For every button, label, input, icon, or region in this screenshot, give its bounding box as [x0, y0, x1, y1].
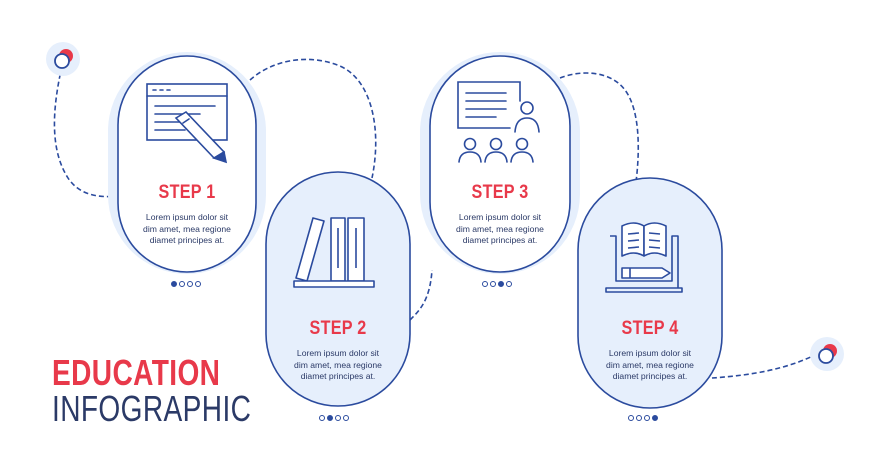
step-4-title: STEP 4: [621, 318, 679, 339]
step-1-line-1: Lorem ipsum dolor sit: [145, 212, 229, 222]
title-education: EDUCATION: [52, 352, 221, 393]
step-2-title: STEP 2: [309, 318, 367, 339]
dot: [498, 281, 504, 287]
dot: [187, 281, 193, 287]
whiteboard-pencil-icon: [146, 83, 228, 164]
step-2-line-3: diamet principes at.: [300, 371, 376, 381]
step-1-dots: [171, 281, 201, 287]
dot: [319, 415, 325, 421]
step-2-text: STEP 2 Lorem ipsum dolor sit dim amet, m…: [266, 318, 410, 383]
dot: [171, 281, 177, 287]
dot: [195, 281, 201, 287]
step-4-line-2: dim amet, mea regione: [606, 359, 694, 370]
step-3-line-1: Lorem ipsum dolor sit: [458, 212, 542, 222]
step-3-dots: [482, 281, 512, 287]
classroom-teacher-icon: [457, 81, 540, 163]
step-2-card: [265, 171, 411, 407]
step-4-dots: [628, 415, 658, 421]
dot: [628, 415, 634, 421]
step-3-description: Lorem ipsum dolor sit dim amet, mea regi…: [430, 212, 570, 247]
step-4-description: Lorem ipsum dolor sit dim amet, mea regi…: [578, 348, 722, 383]
step-1-text: STEP 1 Lorem ipsum dolor sit dim amet, m…: [118, 182, 256, 247]
dot: [327, 415, 333, 421]
end-marker: [810, 337, 844, 371]
dot: [482, 281, 488, 287]
dot: [179, 281, 185, 287]
dashed-path: [53, 58, 816, 379]
start-marker: [46, 42, 80, 76]
step-4-line-1: Lorem ipsum dolor sit: [608, 348, 692, 358]
step-1-title: STEP 1: [158, 182, 216, 203]
step-3-line-2: dim amet, mea regione: [456, 223, 544, 234]
step-4-text: STEP 4 Lorem ipsum dolor sit dim amet, m…: [578, 318, 722, 383]
dot: [636, 415, 642, 421]
step-2-dots: [319, 415, 349, 421]
step-2-line-2: dim amet, mea regione: [294, 359, 382, 370]
step-3-line-3: diamet principes at.: [462, 235, 538, 245]
step-2-description: Lorem ipsum dolor sit dim amet, mea regi…: [266, 348, 410, 383]
step-1-line-3: diamet principes at.: [149, 235, 225, 245]
dot: [335, 415, 341, 421]
step-3-card: [420, 52, 580, 274]
dot: [343, 415, 349, 421]
laptop-book-icon: [605, 222, 683, 293]
step-3-text: STEP 3 Lorem ipsum dolor sit dim amet, m…: [430, 182, 570, 247]
dot: [652, 415, 658, 421]
step-1-line-2: dim amet, mea regione: [143, 223, 231, 234]
step-4-line-3: diamet principes at.: [612, 371, 688, 381]
title-infographic: INFOGRAPHIC: [52, 388, 252, 429]
step-3-title: STEP 3: [471, 182, 529, 203]
books-shelf-icon: [293, 217, 375, 288]
step-1-description: Lorem ipsum dolor sit dim amet, mea regi…: [118, 212, 256, 247]
dot: [506, 281, 512, 287]
step-2-line-1: Lorem ipsum dolor sit: [296, 348, 380, 358]
dot: [490, 281, 496, 287]
dot: [644, 415, 650, 421]
